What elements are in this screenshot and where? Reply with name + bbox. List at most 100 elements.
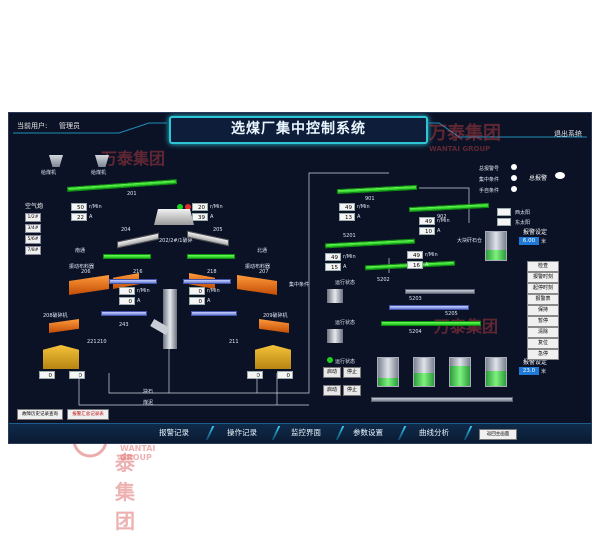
side-btn-check[interactable]: 检查: [527, 261, 559, 272]
label-5204: 5204: [409, 329, 422, 335]
exit-button[interactable]: 退出系统: [554, 130, 582, 138]
readout-201-current: 22: [71, 213, 87, 221]
conveyor-5205: [389, 305, 469, 310]
header-lines: [13, 122, 587, 138]
tank-3-level: [450, 366, 470, 386]
legend-item-1: 总报警号: [479, 166, 500, 172]
label-218: 218: [207, 269, 217, 275]
readout-201-speed: 50: [71, 203, 87, 211]
alarm-summary-button[interactable]: 报警汇总记录表: [67, 409, 109, 420]
crusher-left: [69, 275, 109, 295]
air-cannon-btn-1[interactable]: 1/2#: [25, 213, 41, 222]
label-big-rock-bin: 大块矸石仓: [457, 238, 483, 244]
label-207: 207: [259, 269, 269, 275]
tank-1: [377, 357, 399, 387]
label-216: 216: [133, 269, 143, 275]
readout-left-speed-unit: r/Min: [137, 288, 150, 294]
label-vibrating-feeder-left: 振动布料器: [69, 264, 95, 270]
legend-dot-2: [511, 175, 517, 181]
scada-screen: 当前用户: 管理员 选煤厂集中控制系统 退出系统 万泰集团 万泰集团 WANTA…: [8, 112, 592, 444]
tab-alarm-record[interactable]: 报警记录: [159, 428, 189, 437]
side-btn-alarm-time[interactable]: 报警时刻: [527, 272, 559, 283]
conveyor-5204: [381, 321, 481, 326]
readout-left-current: 0: [119, 297, 135, 305]
side-btn-start-stop-time[interactable]: 起停时刻: [527, 283, 559, 294]
air-cannon-btn-3[interactable]: 5/6#: [25, 235, 41, 244]
conveyor-5203: [405, 289, 475, 294]
start-button-1[interactable]: 启动: [323, 367, 341, 378]
legend-dot-1: [511, 164, 517, 170]
legend-item-3: 手自条件: [479, 188, 500, 194]
tab-monitor[interactable]: 监控界面: [291, 428, 321, 437]
readout-902-current: 10: [419, 227, 435, 235]
side-btn-alarm-table[interactable]: 报警表: [527, 294, 559, 305]
alarm-setting-1-unit: 米: [541, 239, 547, 245]
header: 当前用户: 管理员 选煤厂集中控制系统 退出系统: [9, 113, 591, 144]
east-sun-value: [497, 218, 511, 226]
side-btn-pause[interactable]: 暂停: [527, 316, 559, 327]
readout-5202-current-unit: A: [425, 262, 429, 268]
hopper-1: [49, 155, 63, 167]
watermark-screen-1: 万泰集团: [101, 145, 165, 169]
watermark-brand: 万泰集团: [429, 123, 501, 144]
total-alarm-label: 总报警: [529, 175, 548, 182]
readout-left-speed: 0: [119, 287, 135, 295]
alarm-setting-2-value[interactable]: 23.0: [519, 367, 539, 375]
status-label-3: 运行状态: [335, 359, 356, 365]
readout-5201-current: 15: [325, 263, 341, 271]
readout-202-current: 39: [192, 213, 208, 221]
conveyor-north: [187, 254, 235, 259]
tab-curve-analysis[interactable]: 曲线分析: [419, 428, 449, 437]
title-frame: [169, 116, 428, 144]
label-east-sun: 东太阳: [515, 220, 531, 226]
back-to-main-button[interactable]: 返回主画面: [479, 429, 517, 440]
rock-bin-tank: [485, 231, 507, 261]
alarm-setting-1-value[interactable]: 6.00: [519, 237, 539, 245]
label-204: 204: [121, 227, 131, 233]
label-243: 243: [119, 322, 129, 328]
readout-902-speed: 49: [419, 217, 435, 225]
status-dot-202a: [177, 204, 183, 210]
stop-button-1[interactable]: 停止: [343, 367, 361, 378]
air-cannon-btn-2[interactable]: 3/4#: [25, 224, 41, 233]
screen-243-right: [191, 311, 237, 316]
side-btn-hold[interactable]: 保持: [527, 305, 559, 316]
tab-parameters[interactable]: 参数设置: [353, 428, 383, 437]
label-slime: 煤泥: [143, 400, 154, 406]
bottom-nav-bar: [9, 423, 591, 443]
rock-bin-level: [486, 250, 506, 260]
side-btn-reset[interactable]: 复位: [527, 338, 559, 349]
side-btn-emergency-stop[interactable]: 急停: [527, 349, 559, 360]
side-btn-clear[interactable]: 清除: [527, 327, 559, 338]
readout-5202-speed: 49: [407, 251, 423, 259]
tab-operation-record[interactable]: 操作记录: [227, 428, 257, 437]
readout-901-speed-unit: r/Min: [357, 204, 370, 210]
screen-243-left: [101, 311, 147, 316]
readout-901-current: 13: [339, 213, 355, 221]
current-user-label: 当前用户:: [17, 122, 48, 130]
crusher-house-right: [255, 345, 291, 369]
start-button-2[interactable]: 启动: [323, 385, 341, 396]
readout-5201-speed: 49: [325, 253, 341, 261]
label-901: 901: [365, 196, 375, 202]
crusher-208: [49, 319, 79, 333]
tank-4-level: [486, 370, 506, 386]
feeder-label-2: 给煤机: [91, 170, 107, 176]
total-alarm-indicator[interactable]: [555, 172, 565, 179]
tank-3: [449, 357, 471, 387]
fault-history-button[interactable]: 故障历史记录查询: [17, 409, 63, 420]
status-dot-202b: [185, 204, 191, 210]
air-cannon-btn-4[interactable]: 7/8#: [25, 246, 41, 255]
legend-item-2: 集中条件: [479, 177, 500, 183]
tank-4: [485, 357, 507, 387]
current-user-name: 管理员: [59, 122, 80, 130]
label-5205: 5205: [445, 311, 458, 317]
readout-202-current-unit: A: [210, 214, 214, 220]
stop-button-2[interactable]: 停止: [343, 385, 361, 396]
label-210: 210: [97, 339, 107, 345]
bottom-readout-1: 0: [39, 371, 55, 379]
legend-dot-3: [511, 186, 517, 192]
label-902: 902: [437, 214, 447, 220]
watermark-brand: 万泰集团: [101, 149, 166, 168]
bottom-readout-2: 0: [69, 371, 85, 379]
